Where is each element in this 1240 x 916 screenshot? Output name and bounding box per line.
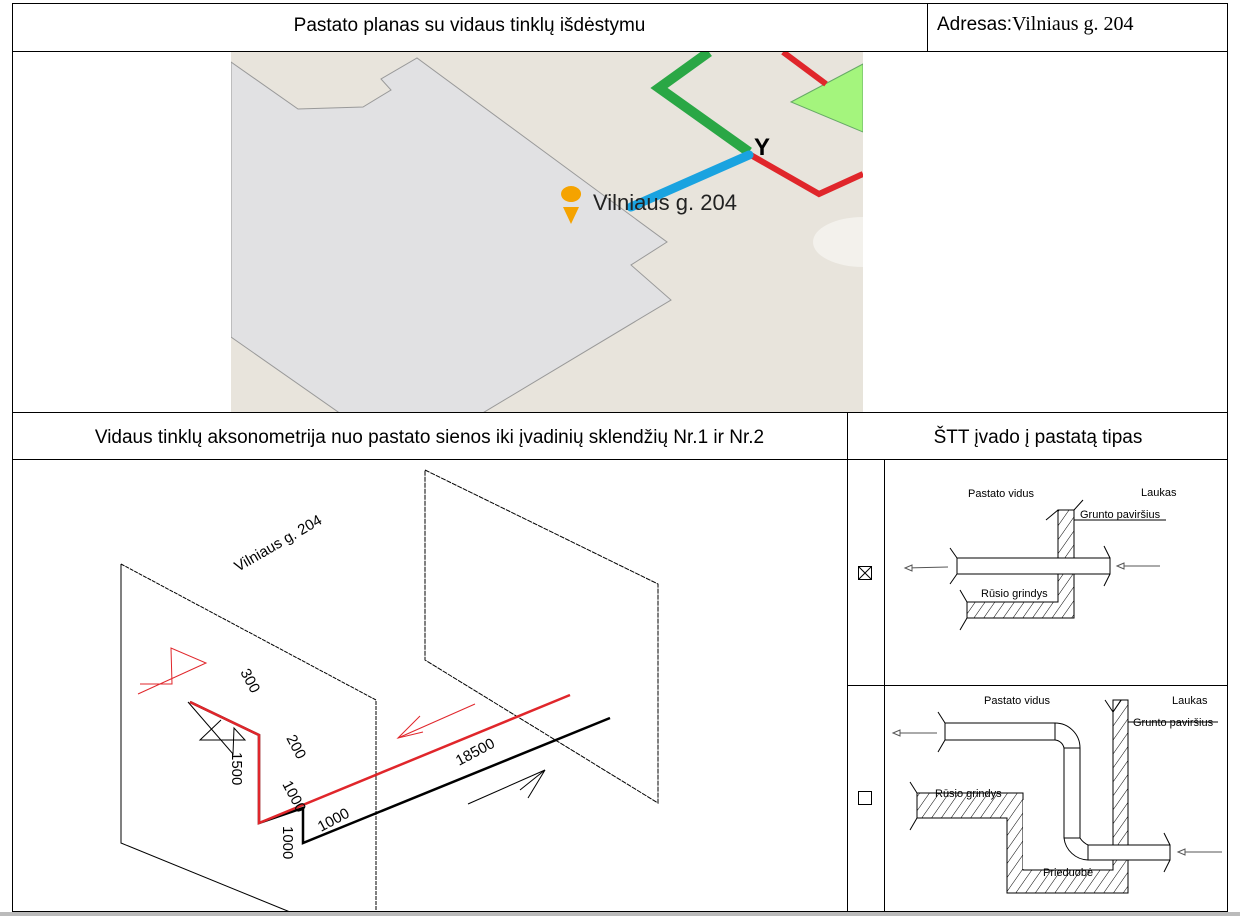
- wall-plane: [120, 563, 377, 912]
- arrow-left-icon: [1176, 848, 1222, 856]
- entry-type-1-diagram: Pastato vidus Laukas Grunto paviršius Rū…: [903, 487, 1177, 631]
- dim-1000-vertical: 1000: [279, 826, 296, 859]
- valve-1-icon: [137, 647, 208, 695]
- pipe-green: [650, 52, 752, 157]
- divider: [12, 459, 1228, 460]
- arrow-left-icon: [1115, 562, 1160, 570]
- pit-label: Prieduobė: [1043, 867, 1093, 879]
- checkbox-x-icon: [859, 567, 871, 579]
- arrow-left-icon: [903, 564, 949, 572]
- map-patch: [813, 217, 863, 267]
- pipe-red: [781, 52, 828, 87]
- location-pin-icon: [561, 186, 582, 202]
- valve-2-icon: [187, 701, 247, 756]
- wall-plane: [120, 564, 291, 912]
- pipe-blue: [626, 150, 754, 212]
- flow-arrow-black: [519, 769, 546, 799]
- axonometry-title: Vidaus tinklų aksonometrija nuo pastato …: [94, 427, 765, 448]
- outside-label: Laukas: [1172, 695, 1208, 707]
- divider: [12, 51, 1228, 52]
- flow-arrow-red: [396, 715, 424, 739]
- address-value: Vilniaus g. 204: [1011, 13, 1134, 35]
- page-title: Pastato planas su vidaus tinklų išdėstym…: [293, 15, 646, 36]
- floor-label: Rūsio grindys: [981, 588, 1048, 600]
- flow-arrow-red: [397, 703, 476, 739]
- dim-1500: 1500: [228, 752, 245, 785]
- pipe-red: [747, 151, 863, 198]
- ground-label: Grunto paviršius: [1080, 509, 1161, 521]
- arrow-left-icon: [891, 729, 937, 737]
- entry-type-2-checkbox[interactable]: [858, 791, 872, 805]
- entry-type-2-diagram: Pastato vidus Laukas Grunto paviršius Rū…: [891, 695, 1222, 894]
- entry-type-title: ŠTT įvado į pastatą tipas: [933, 427, 1143, 448]
- divider: [927, 3, 928, 51]
- entry-type-1-checkbox[interactable]: [858, 566, 872, 580]
- map-address-label: Vilniaus g. 204: [593, 190, 737, 215]
- axonometry-drawing: Vilniaus g. 204 300 200 1500 1000 1000 1…: [120, 469, 659, 912]
- divider: [847, 412, 848, 912]
- divider: [12, 412, 1228, 413]
- address-label: Adresas:: [937, 14, 1012, 35]
- map-marker-letter: Y: [754, 134, 770, 161]
- site-map: Y Vilniaus g. 204: [231, 52, 863, 412]
- ground-label: Grunto paviršius: [1133, 717, 1214, 729]
- outside-label: Laukas: [1141, 487, 1177, 499]
- address: Adresas:Vilniaus g. 204: [937, 13, 1134, 36]
- pipe-red: [189, 693, 571, 825]
- inside-label: Pastato vidus: [984, 695, 1051, 707]
- building-outline: [231, 57, 672, 412]
- floor-label: Rūsio grindys: [935, 788, 1002, 800]
- inside-label: Pastato vidus: [968, 488, 1035, 500]
- bottom-edge: [0, 912, 1240, 916]
- location-pin-icon: [563, 207, 579, 224]
- lawn-area: [789, 63, 863, 133]
- divider: [847, 685, 1228, 686]
- wall-plane: [424, 469, 659, 804]
- flow-arrow-black: [467, 769, 546, 805]
- form-frame: [12, 3, 1228, 912]
